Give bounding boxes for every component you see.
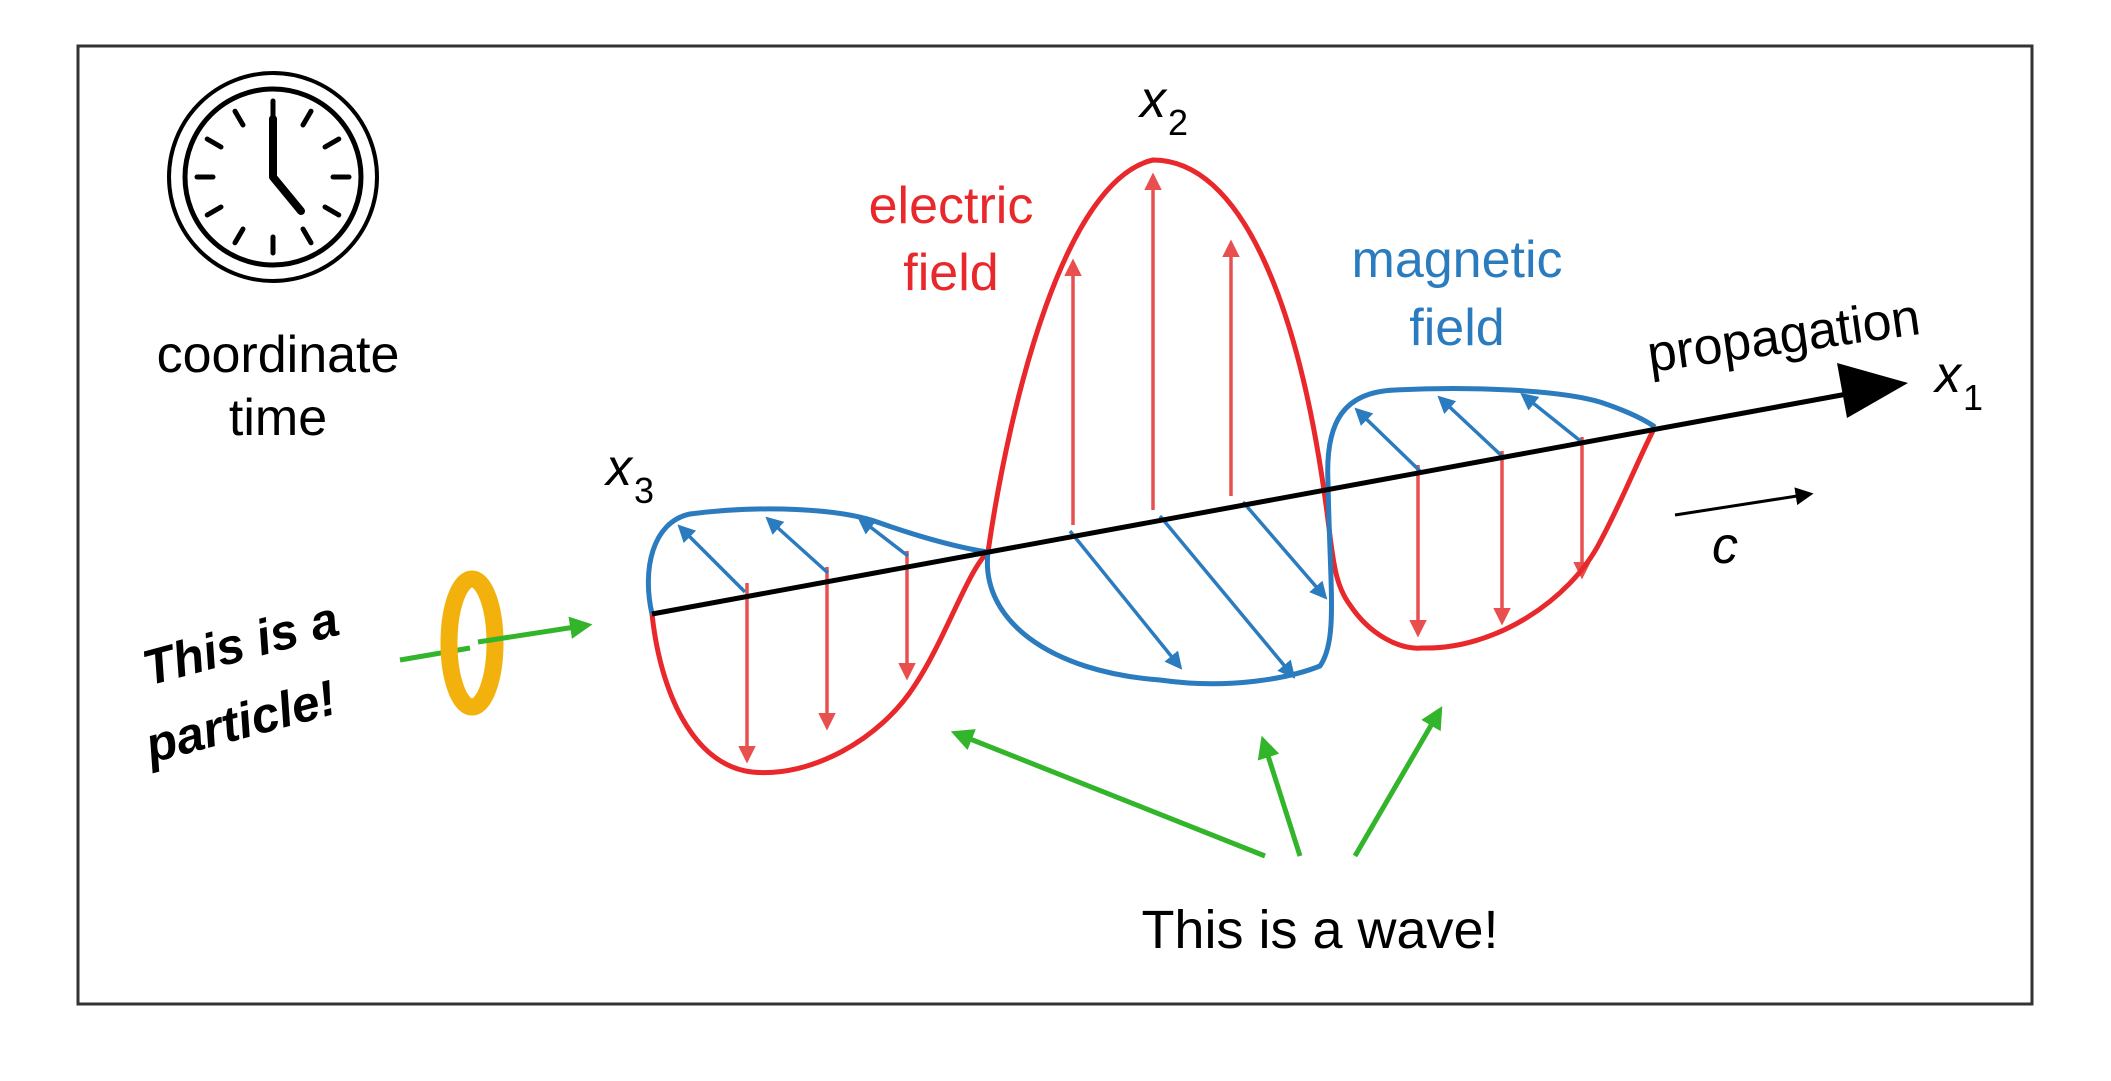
- velocity-arrow: [1674, 487, 1814, 517]
- time-label: time: [229, 389, 327, 447]
- electric-field-label-line2: field: [903, 244, 998, 302]
- svg-text:2: 2: [1168, 102, 1188, 143]
- clock-icon: [167, 71, 379, 283]
- wave-pointer-arrows: [950, 706, 1443, 859]
- particle-path-front: [477, 616, 593, 645]
- wave-label: This is a wave!: [1141, 900, 1498, 960]
- magnetic-field-arrows: [677, 392, 1585, 679]
- svg-text:1: 1: [1963, 377, 1983, 418]
- propagation-axis: [651, 389, 1859, 617]
- x3-axis-label: x 3: [603, 439, 654, 511]
- particle-path-back: [399, 645, 471, 663]
- magnetic-field-label-line2: field: [1409, 299, 1504, 357]
- x1-axis-label: x 1: [1932, 346, 1983, 418]
- speed-of-light-label: c: [1712, 517, 1738, 575]
- propagation-label: propagation: [1644, 288, 1924, 384]
- magnetic-field-curve: [645, 386, 1657, 687]
- magnetic-field-label-line1: magnetic: [1352, 231, 1563, 289]
- diagram-frame: [76, 44, 2034, 1006]
- propagation-arrowhead: [1837, 363, 1908, 418]
- electric-field-label-line1: electric: [869, 177, 1034, 235]
- electric-field-curve: [649, 157, 1658, 776]
- svg-text:x: x: [603, 439, 634, 497]
- svg-text:3: 3: [634, 470, 654, 511]
- svg-text:x: x: [1137, 71, 1168, 129]
- ring-particle-icon: [440, 570, 504, 716]
- coordinate-label: coordinate: [157, 326, 400, 384]
- x2-axis-label: x 2: [1137, 71, 1188, 143]
- svg-text:x: x: [1932, 346, 1963, 404]
- electric-field-arrows: [738, 172, 1591, 764]
